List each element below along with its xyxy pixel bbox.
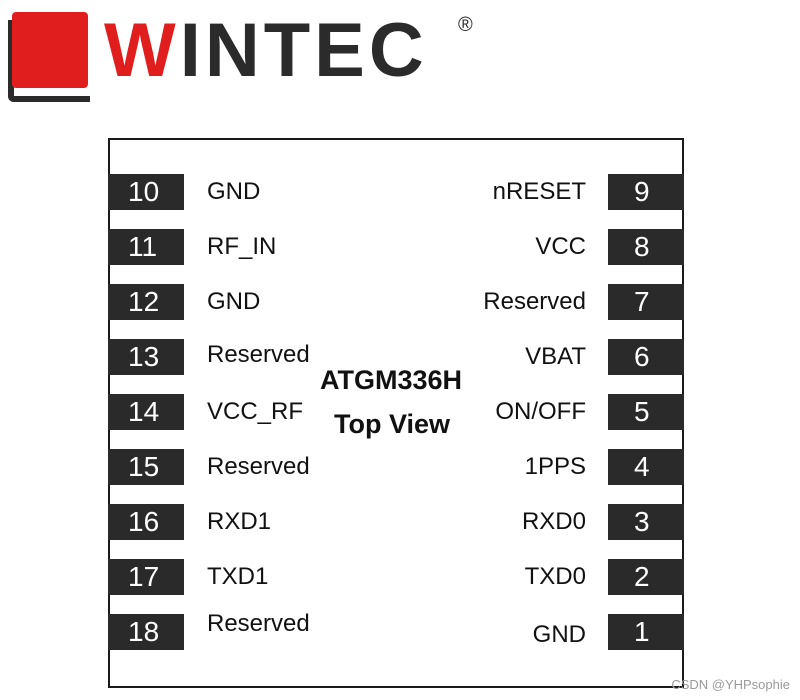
pin-left-label: TXD1 — [207, 563, 269, 590]
pin-left-number: 14 — [108, 394, 184, 430]
pin-left-number: 18 — [108, 614, 184, 650]
pin-right-label: nRESET — [492, 178, 586, 205]
logo-mark — [12, 12, 88, 88]
chip-name: ATGM336H — [320, 365, 463, 395]
pin-right-label: GND — [532, 621, 586, 648]
pin-left-label: RXD1 — [207, 508, 272, 535]
pin-right-label: ON/OFF — [495, 398, 586, 425]
pin-right-label: 1PPS — [524, 453, 586, 480]
pin-right-number: 9 — [608, 174, 684, 210]
pin-right-number: 8 — [608, 229, 684, 265]
pin-left-number: 12 — [108, 284, 184, 320]
pin-right-label: VBAT — [525, 343, 586, 370]
pin-right-label: Reserved — [483, 288, 586, 315]
pin-right-number: 1 — [608, 614, 684, 650]
pin-right-label: RXD0 — [521, 508, 586, 535]
pin-left-label: Reserved — [207, 341, 310, 368]
pin-left-label: Reserved — [207, 453, 310, 480]
pin-left-number: 16 — [108, 504, 184, 540]
logo-mark-shadow — [8, 20, 90, 102]
pin-left-label: VCC_RF — [207, 398, 304, 425]
pin-right-number: 5 — [608, 394, 684, 430]
pin-right-number: 6 — [608, 339, 684, 375]
pin-right-number: 4 — [608, 449, 684, 485]
pin-left-label: Reserved — [207, 610, 310, 637]
pin-left-number: 17 — [108, 559, 184, 595]
wintec-logo: WINTEC ® — [0, 0, 800, 110]
chip-view-label: Top View — [334, 409, 451, 439]
chip-outline — [108, 138, 684, 688]
pin-left-number: 10 — [108, 174, 184, 210]
logo-wordmark-w: W — [104, 8, 180, 93]
registered-mark: ® — [458, 14, 473, 36]
pin-left-number: 13 — [108, 339, 184, 375]
pin-left-label: GND — [207, 288, 261, 315]
pin-left-number: 15 — [108, 449, 184, 485]
pin-right-label: TXD0 — [524, 563, 586, 590]
pin-left-number: 11 — [108, 229, 184, 265]
watermark: CSDN @YHPsophie — [671, 677, 790, 692]
logo-wordmark-rest: INTEC — [179, 8, 428, 93]
pin-right-number: 7 — [608, 284, 684, 320]
pin-right-number: 2 — [608, 559, 684, 595]
pin-right-label: VCC — [535, 233, 586, 260]
logo-wordmark: WINTEC — [104, 6, 428, 96]
pin-right-number: 3 — [608, 504, 684, 540]
pin-left-label: GND — [207, 178, 261, 205]
pin-left-label: RF_IN — [207, 233, 277, 260]
